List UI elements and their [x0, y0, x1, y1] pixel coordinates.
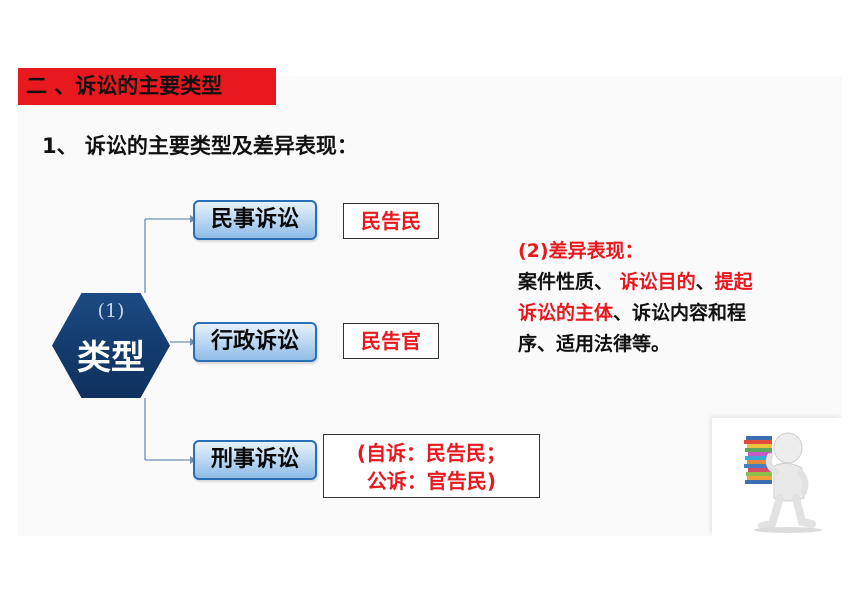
criminal-result-line2: 公诉：官告民) — [366, 469, 497, 493]
differences-title: (2)差异表现： — [518, 240, 644, 262]
administrative-result-box: 民告官 — [343, 323, 439, 359]
subtitle: 1、 诉讼的主要类型及差异表现： — [42, 134, 358, 158]
hexagon-label: 类型 — [77, 338, 145, 378]
civil-litigation-box: 民事诉讼 — [193, 200, 317, 240]
civil-result-box: 民告民 — [343, 203, 439, 239]
figure-carrying-books-illustration — [712, 418, 842, 536]
differences-block: (2)差异表现： 案件性质、 诉讼目的、提起 诉讼的主体、诉讼内容和程 序、适用… — [518, 236, 828, 360]
criminal-result-line1: (自诉：民告民； — [356, 441, 507, 465]
differences-line-3: 序、适用法律等。 — [518, 333, 671, 355]
criminal-result-box: (自诉：民告民； 公诉：官告民) — [323, 434, 540, 498]
person-with-books-icon — [744, 432, 822, 533]
differences-line-1: 案件性质、 诉讼目的、提起 — [518, 271, 753, 293]
hexagon-number: (1) — [97, 300, 125, 322]
criminal-litigation-box: 刑事诉讼 — [193, 440, 317, 480]
differences-line-2: 诉讼的主体、诉讼内容和程 — [518, 302, 747, 324]
section-header: 二 、诉讼的主要类型 — [18, 68, 276, 105]
administrative-litigation-box: 行政诉讼 — [193, 322, 317, 362]
